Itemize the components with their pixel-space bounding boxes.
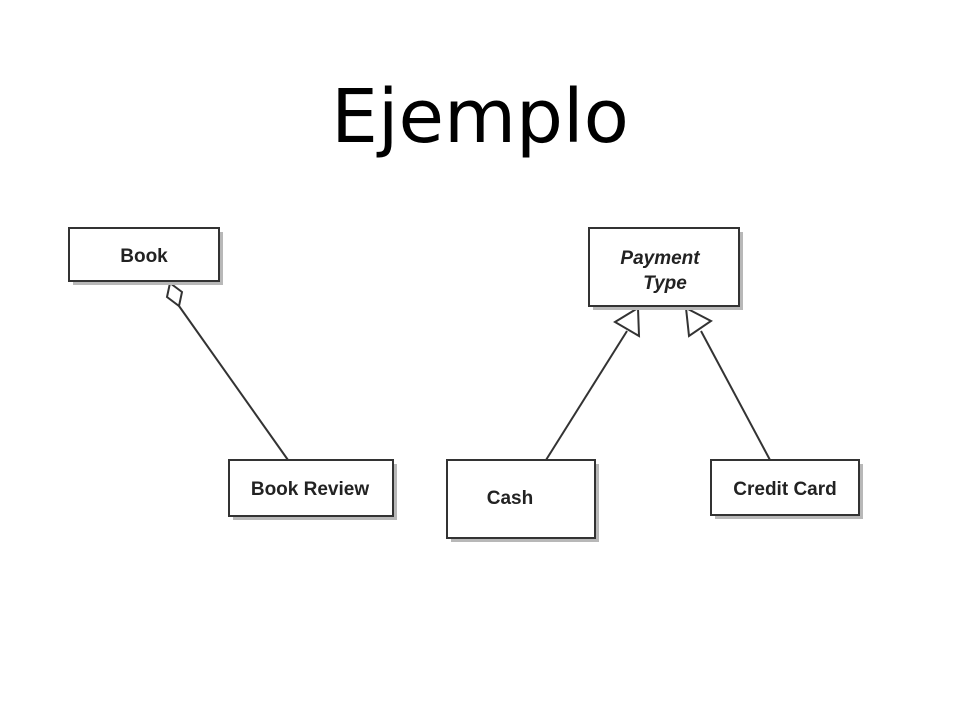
aggregation-book-bookreview: [165, 281, 289, 461]
slide-title: Ejemplo: [331, 74, 629, 160]
class-payment-type-label-line2: Type: [643, 273, 687, 294]
class-credit-card-label: Credit Card: [733, 479, 836, 500]
generalization-cash: [545, 306, 641, 461]
class-book-label: Book: [120, 246, 168, 267]
class-book: Book: [68, 227, 223, 285]
class-payment-type: Payment Type: [588, 227, 743, 310]
generalization-creditcard: [684, 306, 771, 461]
class-book-review-box: [228, 459, 394, 517]
class-credit-card: Credit Card: [710, 459, 863, 519]
class-payment-type-box: [588, 227, 740, 307]
generalization-arrowhead-cash: [613, 306, 641, 338]
class-credit-card-box: [710, 459, 860, 516]
aggregation-diamond: [165, 281, 184, 308]
aggregation-line: [178, 305, 289, 461]
class-book-review-label: Book Review: [251, 479, 369, 500]
class-cash-box: [446, 459, 596, 539]
class-book-box: [68, 227, 220, 282]
class-cash-label: Cash: [487, 488, 533, 509]
generalization-arrowhead-creditcard: [684, 306, 713, 338]
class-cash: Cash: [446, 459, 599, 542]
class-book-review: Book Review: [228, 459, 397, 520]
generalization-line-creditcard: [700, 330, 771, 461]
generalization-line-cash: [545, 330, 628, 461]
class-payment-type-label-line1: Payment: [620, 248, 700, 269]
